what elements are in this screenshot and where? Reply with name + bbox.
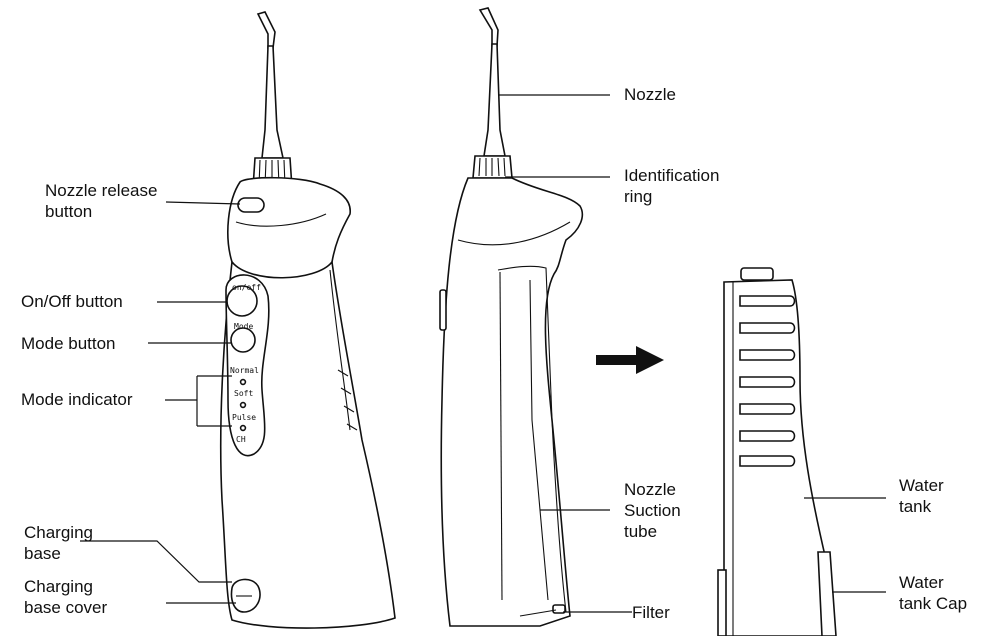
normal-marking: Normal: [230, 366, 259, 375]
label-identification-ring: Identification ring: [624, 165, 719, 207]
right-arrow-icon: [596, 346, 664, 374]
label-mode-indicator: Mode indicator: [21, 389, 133, 410]
label-mode-button: Mode button: [21, 333, 116, 354]
pulse-marking: Pulse: [232, 413, 256, 422]
label-nozzle: Nozzle: [624, 84, 676, 105]
label-on-off-button: On/Off button: [21, 291, 123, 312]
soft-marking: Soft: [234, 389, 253, 398]
label-water-tank: Water tank: [899, 475, 944, 517]
label-charging-base: Charging base: [24, 522, 93, 564]
label-nozzle-release-button: Nozzle release button: [45, 180, 157, 222]
ch-marking: CH: [236, 435, 246, 444]
label-water-tank-cap: Water tank Cap: [899, 572, 967, 614]
side-view-device: [440, 8, 582, 626]
mode-marking: Mode: [234, 322, 253, 331]
label-charging-base-cover: Charging base cover: [24, 576, 107, 618]
on-off-marking: on/off: [232, 283, 261, 292]
label-filter: Filter: [632, 602, 670, 623]
label-nozzle-suction-tube: Nozzle Suction tube: [624, 479, 681, 542]
front-view-device: on/off Mode Normal Soft Pulse CH: [221, 12, 395, 628]
water-tank-part: [718, 268, 836, 636]
